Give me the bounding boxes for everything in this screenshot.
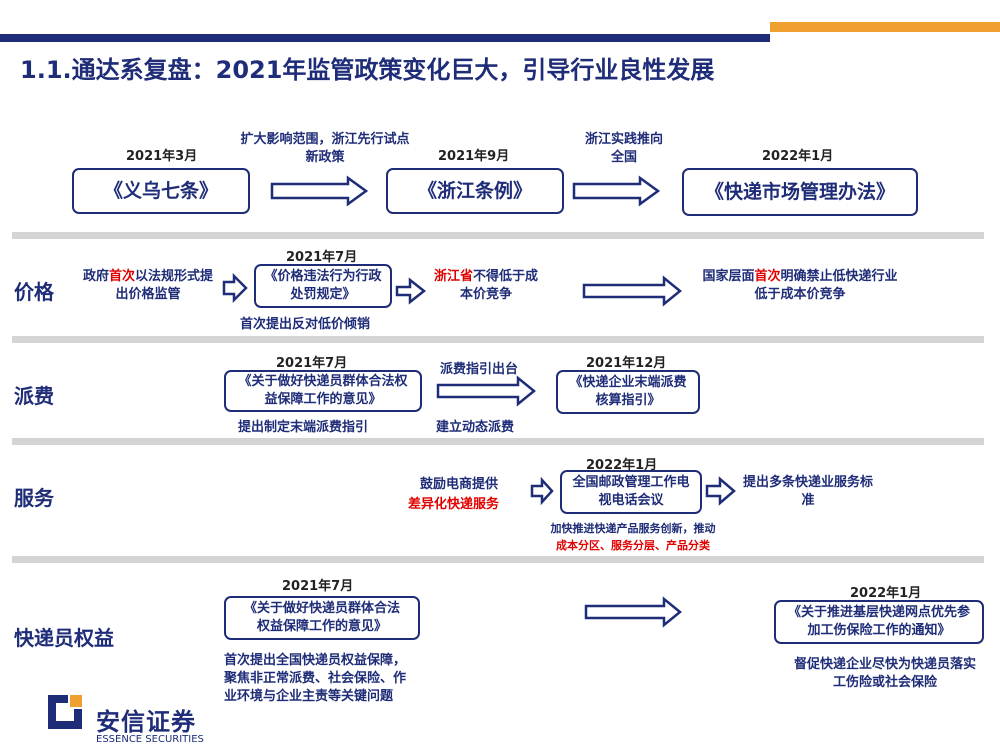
price-mid-text: 浙江省不得低于成本价竞争: [433, 269, 539, 302]
arrow-timeline-1: [270, 175, 369, 207]
price-right-text: 国家层面首次明确禁止低快递行业低于成本价竞争: [702, 269, 898, 302]
fee-date-2: 2021年12月: [586, 356, 667, 371]
service-text-1: 鼓励电商提供: [420, 477, 499, 492]
arrow-fee: [436, 375, 536, 407]
service-below-line-1: 加快推进快递产品服务创新，推动: [550, 522, 716, 535]
timeline-date-1: 2021年3月: [126, 149, 198, 164]
timeline-box-3: 《快递市场管理办法》: [682, 168, 918, 216]
service-below-note: 加快推进快递产品服务创新，推动 成本分区、服务分层、产品分类: [520, 520, 746, 554]
logo-mark-icon: [48, 695, 82, 729]
fee-box-1: 《关于做好快递员群体合法权益保障工作的意见》: [224, 370, 422, 412]
service-text-1-red: 差异化快递服务: [408, 497, 500, 512]
courier-date-2: 2022年1月: [850, 586, 922, 601]
header-bar-navy: [0, 34, 770, 42]
separator-4: [12, 556, 984, 563]
fee-box-2: 《快递企业末端派费核算指引》: [556, 370, 700, 414]
courier-below-note-1: 首次提出全国快递员权益保障，聚焦非正常派费、社会保险、作业环境与企业主责等关键问…: [224, 653, 407, 704]
courier-date-1: 2021年7月: [282, 579, 354, 594]
separator-2: [12, 336, 984, 343]
price-below-note: 首次提出反对低价倾销: [240, 317, 371, 332]
row-label-courier: 快递员权益: [14, 626, 114, 650]
arrow-price-right: [582, 275, 682, 307]
logo-name: 安信证券: [96, 708, 196, 736]
timeline-date-3: 2022年1月: [762, 149, 834, 164]
timeline-box-1: 《义乌七条》: [72, 168, 250, 214]
row-label-service: 服务: [14, 486, 54, 510]
row-label-price: 价格: [14, 280, 54, 304]
service-right-text: 提出多条快递业服务标准: [742, 475, 873, 508]
timeline-arrow2-note: 浙江实践推向全国: [584, 132, 663, 165]
separator-3: [12, 438, 984, 445]
arrow-service-left: [530, 476, 554, 506]
fee-date-1: 2021年7月: [276, 356, 348, 371]
separator-1: [12, 232, 984, 239]
page-title: 1.1.通达系复盘：2021年监管政策变化巨大，引导行业良性发展: [20, 56, 715, 84]
price-date: 2021年7月: [286, 250, 358, 265]
arrow-price-left: [395, 277, 427, 305]
fee-arrow-bottom-note: 建立动态派费: [436, 420, 515, 435]
timeline-date-2: 2021年9月: [438, 149, 510, 164]
service-date: 2022年1月: [586, 458, 658, 473]
price-box: 《价格违法行为行政处罚规定》: [254, 264, 392, 308]
arrow-timeline-2: [572, 175, 661, 207]
arrow-service-right: [705, 476, 736, 506]
courier-box-1: 《关于做好快递员群体合法权益保障工作的意见》: [224, 596, 420, 640]
fee-below-note: 提出制定末端派费指引: [238, 420, 369, 435]
courier-box-2: 《关于推进基层快递网点优先参加工伤保险工作的通知》: [774, 600, 984, 644]
logo-english-name: ESSENCE SECURITIES: [96, 734, 204, 745]
timeline-box-2: 《浙江条例》: [386, 168, 564, 214]
fee-arrow-top-note: 派费指引出台: [440, 362, 519, 377]
timeline-arrow1-note: 扩大影响范围，浙江先行试点新政策: [240, 132, 410, 165]
service-box: 全国邮政管理工作电视电话会议: [560, 470, 702, 514]
price-text-1: 政府首次以法规形式提出价格监管: [82, 269, 214, 302]
arrow-courier: [584, 596, 682, 628]
service-below-line-2: 成本分区、服务分层、产品分类: [556, 539, 710, 552]
arrow-price-small: [222, 272, 248, 304]
header-bar-orange: [770, 22, 1000, 32]
row-label-fee: 派费: [14, 384, 54, 408]
courier-below-note-2: 督促快递企业尽快为快递员落实工伤险或社会保险: [793, 657, 976, 690]
